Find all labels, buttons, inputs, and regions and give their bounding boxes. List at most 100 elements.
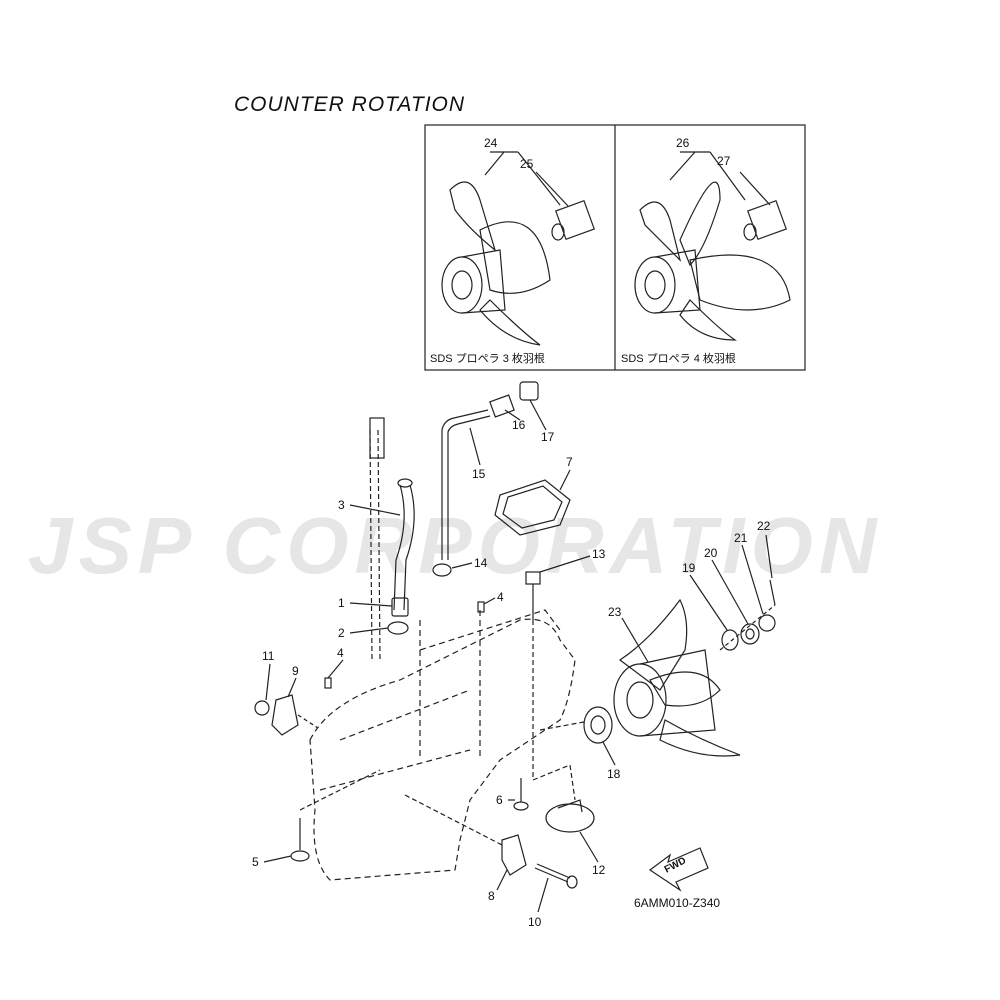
callout-8: 8 [488, 889, 495, 903]
bolt-13 [525, 571, 541, 620]
spacer-19 [721, 629, 739, 651]
propeller-4-blade-image [634, 181, 791, 341]
callout-18: 18 [607, 767, 621, 781]
callout-5: 5 [252, 855, 259, 869]
callout-2: 2 [338, 626, 345, 640]
diagram-title: COUNTER ROTATION [234, 93, 466, 116]
callout-6: 6 [496, 793, 503, 807]
gear-case-housing [309, 609, 576, 881]
part-4-pin-right [477, 601, 485, 613]
leader-23 [621, 617, 649, 663]
callout-23: 23 [608, 605, 622, 619]
part-4-pin-left [324, 677, 332, 689]
shift-rod [369, 417, 385, 661]
callout-11: 11 [262, 649, 275, 663]
callout-1: 1 [338, 596, 345, 610]
leader-8 [496, 869, 508, 891]
callout-26: 26 [676, 136, 690, 150]
leader-1 [349, 602, 393, 607]
bolt-5 [290, 818, 310, 862]
callout-24: 24 [484, 136, 498, 150]
guide-line-prop [719, 604, 776, 651]
inset-caption-3-blade: SDS プロペラ 3 枚羽根 [430, 353, 545, 365]
leader-5 [263, 855, 292, 863]
leader-20 [711, 559, 749, 625]
leader-24 [484, 151, 561, 206]
part-17-grommet [519, 381, 539, 401]
leader-21 [741, 544, 764, 615]
callout-17: 17 [541, 430, 555, 444]
nut-adapter-image-25 [551, 200, 595, 241]
leader-18 [602, 741, 616, 766]
part-1-bushing [391, 597, 409, 617]
callout-12: 12 [592, 863, 606, 877]
callout-16: 16 [512, 418, 526, 432]
part-16-sleeve [489, 394, 515, 418]
bolt-6 [513, 778, 529, 811]
callout-7: 7 [566, 455, 573, 469]
part-9-anode [271, 694, 299, 736]
leader-17 [529, 399, 547, 431]
leader-14 [451, 562, 473, 569]
leader-15 [469, 427, 481, 466]
trim-tab-12 [545, 799, 595, 833]
callout-9: 9 [292, 664, 299, 678]
leader-25 [535, 171, 569, 207]
leader-27 [739, 171, 771, 206]
callout-25: 25 [520, 157, 534, 171]
cotter-pin-22 [769, 579, 776, 606]
leader-9 [287, 677, 297, 698]
leader-10 [537, 877, 549, 913]
watermark: JSP CORPORATION [28, 501, 883, 590]
washer-20 [740, 623, 760, 645]
leader-22 [765, 534, 773, 579]
guide-line-9 [297, 714, 319, 729]
callout-15: 15 [472, 467, 486, 481]
gasket-7 [494, 479, 571, 536]
leader-7 [559, 469, 571, 491]
callout-27: 27 [717, 154, 731, 168]
guide-line-8 [404, 794, 503, 846]
callout-labels: 1 2 3 4 4 5 6 7 8 9 10 11 12 13 14 15 16… [252, 136, 771, 929]
leader-19 [689, 574, 728, 631]
fwd-arrow-icon [648, 847, 709, 892]
leader-11 [265, 663, 271, 701]
callout-3: 3 [338, 498, 345, 512]
guide-line-5 [299, 769, 381, 811]
leader-26 [669, 151, 746, 201]
guide-line-12 [532, 764, 576, 801]
leader-3 [349, 504, 401, 516]
cooling-pipe-15 [441, 409, 491, 560]
leader-12 [579, 831, 599, 863]
part-2-grommet [387, 621, 409, 635]
callout-4b: 4 [497, 590, 504, 604]
callout-4a: 4 [337, 646, 344, 660]
leader-13 [539, 555, 591, 573]
callout-14: 14 [474, 556, 488, 570]
callout-10: 10 [528, 915, 542, 929]
reference-code: 6AMM010-Z340 [634, 896, 721, 910]
washer-20-hole [745, 628, 755, 640]
guide-line-18 [539, 721, 585, 731]
part-11-nut [254, 700, 270, 716]
leader-4a [327, 659, 344, 679]
callout-22: 22 [757, 519, 771, 533]
propeller-23 [613, 598, 741, 757]
nut-21 [758, 614, 776, 632]
leader-4b [483, 597, 496, 605]
thrust-washer-18 [583, 706, 613, 744]
propeller-3-blade-image [441, 181, 551, 346]
nut-adapter-image-27 [743, 200, 787, 241]
inset-caption-4-blade: SDS プロペラ 4 枚羽根 [621, 353, 736, 365]
leader-16 [504, 409, 521, 421]
water-tube-3 [393, 478, 415, 611]
bolt-10 [534, 863, 578, 889]
callout-13: 13 [592, 547, 606, 561]
leader-2 [349, 627, 389, 634]
callout-19: 19 [682, 561, 696, 575]
callout-21: 21 [734, 531, 748, 545]
callout-20: 20 [704, 546, 718, 560]
part-8-anode [501, 834, 527, 876]
